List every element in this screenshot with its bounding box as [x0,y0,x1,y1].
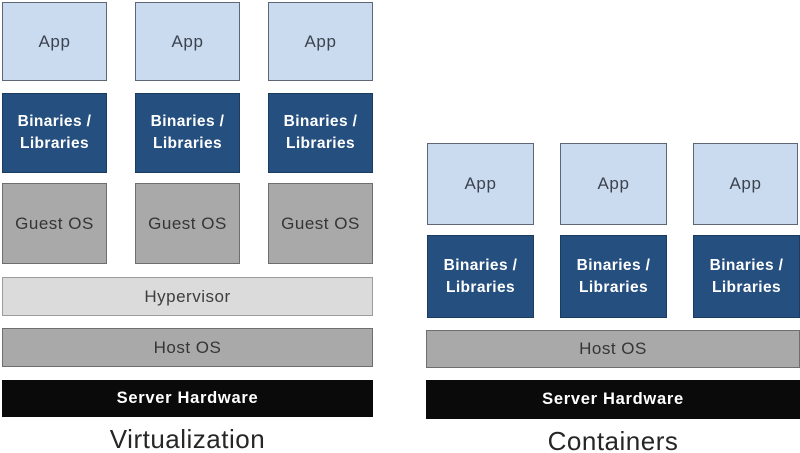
app-box: App [693,143,798,225]
binaries-libraries-box: Binaries / Libraries [135,93,240,173]
host-os-bar: Host OS [426,330,800,368]
app-box: App [427,143,534,225]
binaries-libraries-box: Binaries / Libraries [268,93,373,173]
guest-os-box: Guest OS [2,183,107,264]
guest-os-box: Guest OS [268,183,373,264]
app-box: App [135,2,240,81]
app-box: App [560,143,667,225]
host-os-bar: Host OS [2,328,373,367]
binaries-libraries-box: Binaries / Libraries [427,235,534,318]
hypervisor-bar: Hypervisor [2,277,373,316]
server-hardware-bar: Server Hardware [426,380,800,419]
virtualization-caption: Virtualization [109,424,266,453]
server-hardware-bar: Server Hardware [2,380,373,417]
guest-os-box: Guest OS [135,183,240,264]
containers-caption: Containers [547,426,679,453]
binaries-libraries-box: Binaries / Libraries [693,235,800,318]
binaries-libraries-box: Binaries / Libraries [2,93,107,173]
app-box: App [268,2,373,81]
app-box: App [2,2,107,81]
binaries-libraries-box: Binaries / Libraries [560,235,667,318]
